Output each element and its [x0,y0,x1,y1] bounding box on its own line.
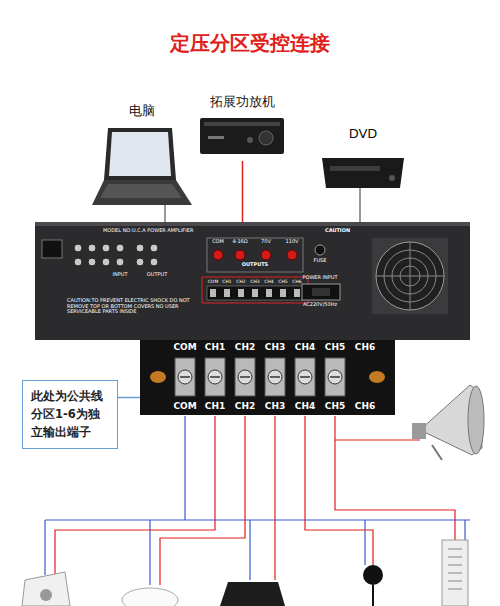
connector [118,397,140,398]
expansion-amplifier [200,118,284,154]
panel-label: CH3 [250,280,259,285]
panel-label: CH5 [278,280,287,285]
panel-label: POWER INPUT [302,275,337,281]
terminal-strip [140,340,395,415]
panel-label: CAUTION:TO PREVENT ELECTRIC SHOCK DO NOT… [67,298,197,315]
terminal-label: COM [173,402,196,412]
panel-label: 70V [261,239,271,245]
terminal-label: CH1 [205,402,225,412]
terminal-label: CH3 [265,343,285,353]
laptop [92,128,192,205]
terminal-label: CH2 [235,343,255,353]
panel-label: AC220V/50Hz [303,302,337,308]
title: 定压分区受控连接 [0,30,500,57]
device-node: 电脑 [92,104,192,206]
terminal-label: CH4 [295,402,315,412]
panel-label: OUTPUT [147,272,167,278]
connector [242,161,243,222]
panel-label: CH4 [264,280,273,285]
panel-label: CH1 [222,280,231,285]
terminal-label: CH1 [205,343,225,353]
device-node: COMCH1CH2CH3CH4CH5CH6COMCH1CH2CH3CH4CH5C… [140,340,395,415]
panel-label: CH2 [236,280,245,285]
panel-label: CAUTION [325,228,350,234]
amplifier-rear-panel [35,222,470,340]
panel-label: FUSE [314,258,327,264]
panel-label: COM [212,239,224,245]
panel-label: CH6 [292,280,301,285]
device-label: 拓展功放机 [210,95,275,109]
device-node: DVD [318,127,408,189]
device-node: 拓展功放机 [195,95,290,161]
terminal-label: CH3 [265,402,285,412]
panel-label: 4-16Ω [232,239,247,245]
panel-label: MODEL NO:U.C.A POWER AMPLIFIER [103,228,193,234]
terminal-label: CH2 [235,402,255,412]
terminal-label: CH6 [355,402,375,412]
terminal-label: COM [173,343,196,353]
terminal-label: CH4 [295,343,315,353]
device-label: DVD [349,127,378,141]
device-label: 电脑 [129,104,155,118]
panel-label: OUTPUTS [242,262,268,268]
horn-speaker [412,385,484,460]
callout-box: 此处为公共线分区1-6为独立输出端子 [22,380,118,449]
terminal-label: CH5 [325,402,345,412]
callout-text: 此处为公共线分区1-6为独立输出端子 [31,388,109,441]
device-node: MODEL NO:U.C.A POWER AMPLIFIER CAUTION COM… [35,222,470,340]
speakers [22,540,468,606]
terminal-label: CH5 [325,343,345,353]
panel-label: INPUT [113,272,128,278]
panel-label: COM [208,280,219,285]
dvd-player [322,158,404,188]
terminal-label: CH6 [355,343,375,353]
panel-label: 110V [286,239,299,245]
